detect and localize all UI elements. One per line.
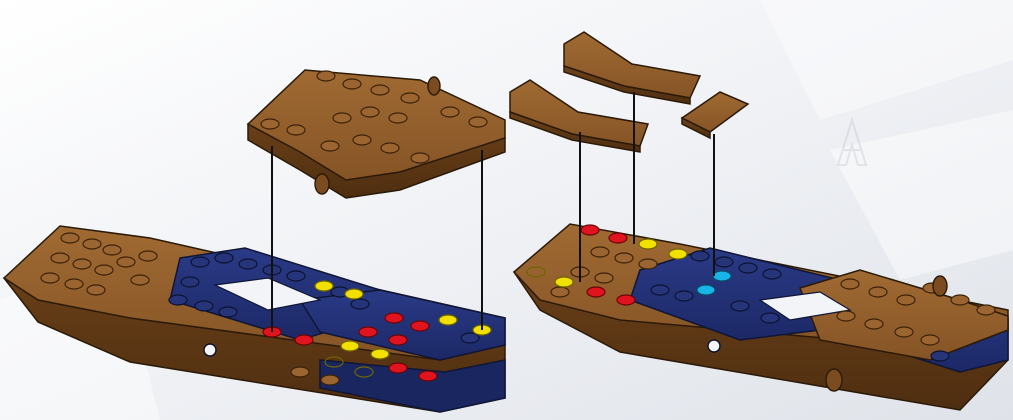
left-clip bbox=[204, 344, 216, 356]
right-clip bbox=[708, 340, 720, 352]
